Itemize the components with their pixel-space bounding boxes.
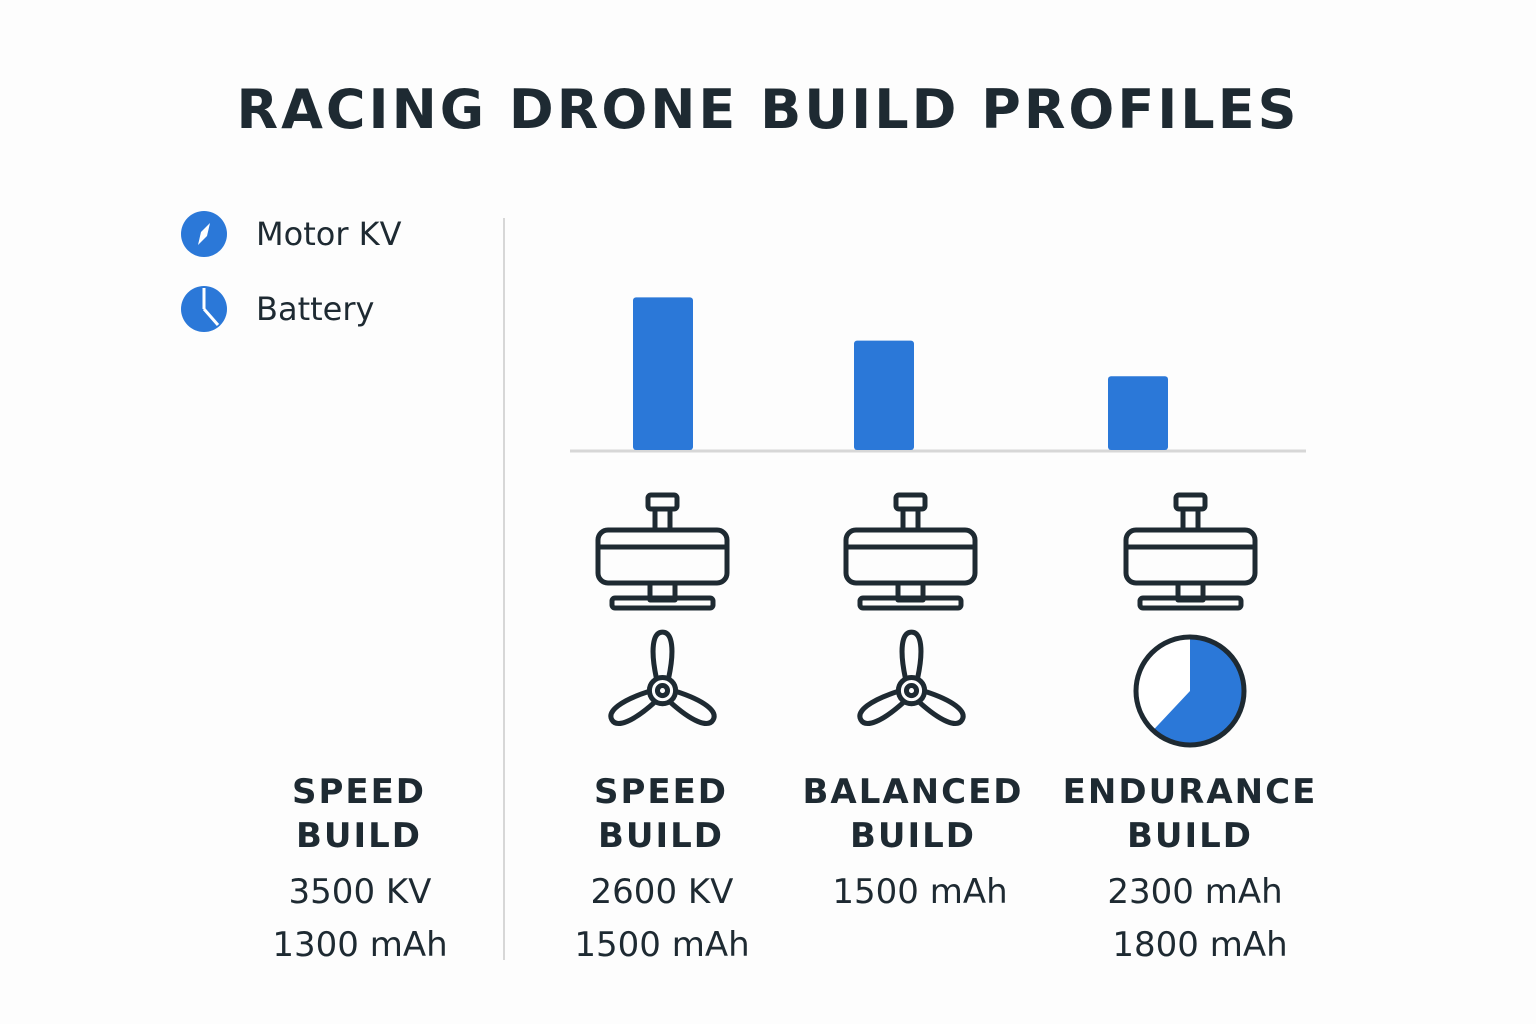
- build-heading-endurance: ENDURANCE BUILD: [1050, 770, 1330, 858]
- heading-line: BUILD: [597, 816, 725, 856]
- spec-value: 2600 KV: [590, 872, 734, 912]
- bar-endurance-build: [1108, 376, 1168, 450]
- heading-line: SPEED: [291, 772, 427, 812]
- motor-icon: [595, 492, 730, 611]
- heading-line: BALANCED: [802, 772, 1024, 812]
- compass-icon: [181, 211, 227, 257]
- heading-line: ENDURANCE: [1062, 772, 1318, 812]
- heading-line: BUILD: [849, 816, 977, 856]
- spec-value: 2300 mAh: [1107, 872, 1283, 912]
- heading-line: BUILD: [1126, 816, 1254, 856]
- bar-balanced-build: [854, 340, 914, 450]
- build-specs-balanced: 1500 mAh: [780, 872, 1060, 925]
- heading-line: SPEED: [593, 772, 729, 812]
- bars-group: [633, 297, 1168, 450]
- spec-value: 1800 mAh: [1112, 925, 1288, 965]
- build-specs-speed: 2600 KV 1500 mAh: [522, 872, 802, 978]
- bar-chart: [570, 297, 1306, 453]
- spec-value: 1500 mAh: [832, 872, 1008, 912]
- legend-label: Battery: [256, 290, 375, 328]
- pie-icon: [181, 286, 227, 332]
- spec-value: 1300 mAh: [272, 925, 448, 965]
- heading-line: BUILD: [295, 816, 423, 856]
- build-heading-speed: SPEED BUILD: [521, 770, 801, 858]
- build-specs-endurance: 2300 mAh 1800 mAh: [1055, 872, 1335, 978]
- legend-item-battery: Battery: [180, 285, 374, 333]
- summary-specs: 3500 KV 1300 mAh: [220, 872, 500, 978]
- battery-pie-icon: [1133, 634, 1247, 748]
- summary-heading: SPEED BUILD: [219, 770, 499, 858]
- build-heading-balanced: BALANCED BUILD: [773, 770, 1053, 858]
- propeller-icon: [857, 629, 966, 726]
- motor-icon: [1123, 492, 1258, 611]
- spec-value: 1500 mAh: [574, 925, 750, 965]
- spec-value: 3500 KV: [288, 872, 432, 912]
- divider: [503, 218, 505, 960]
- legend-item-motor-kv: Motor KV: [180, 210, 402, 258]
- legend-label: Motor KV: [256, 215, 402, 253]
- bar-speed-build: [633, 297, 693, 450]
- motor-icon: [843, 492, 978, 611]
- page-title: RACING DRONE BUILD PROFILES: [236, 78, 1300, 141]
- propeller-icon: [608, 629, 717, 726]
